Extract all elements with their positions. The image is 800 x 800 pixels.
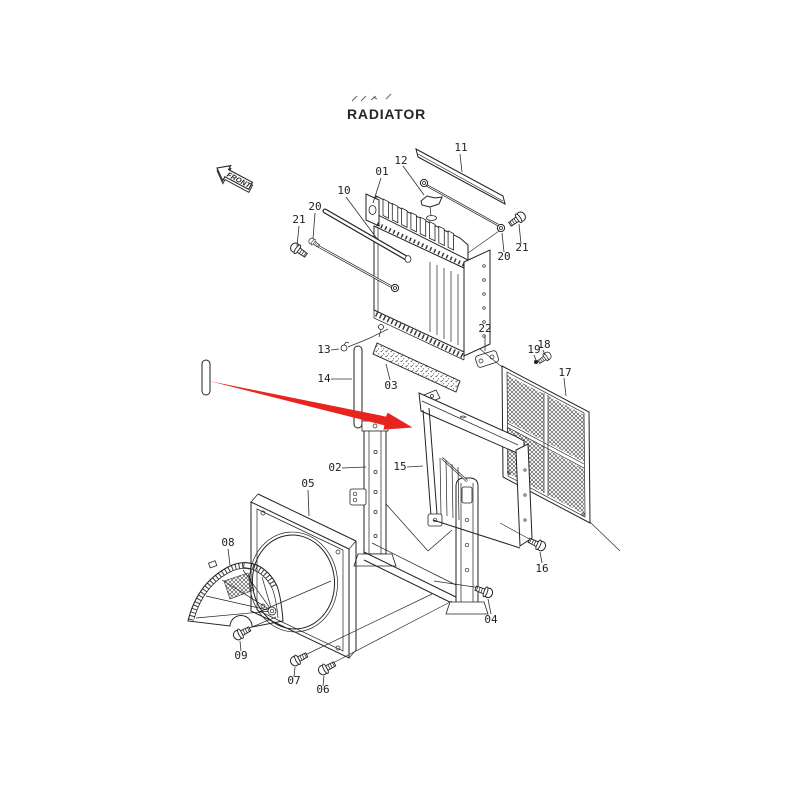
oil-cooler-15: [418, 389, 533, 549]
radiator-core-tubes: [429, 262, 459, 345]
bolt-06: [316, 658, 338, 678]
radiator-01: [365, 193, 491, 361]
radiator-cap-12: [420, 195, 443, 221]
part-label-21-right: 21: [515, 241, 528, 254]
drain-valve-13: [340, 328, 389, 352]
top-strip-11: [415, 148, 506, 205]
bolt-16: [526, 535, 548, 554]
part-label-14: 14: [317, 372, 331, 385]
part-label-19: 19: [527, 343, 540, 356]
part-label-07: 07: [287, 674, 300, 687]
part-label-21-left: 21: [292, 213, 305, 226]
sponge-strip-03: [372, 342, 461, 393]
radiator-tank-ribs: [382, 198, 454, 251]
part-label-18: 18: [537, 338, 550, 351]
cooler-tubes: [439, 457, 460, 521]
part-label-04: 04: [484, 613, 498, 626]
part-label-05: 05: [301, 477, 314, 490]
diagram-title: RADIATOR: [347, 106, 426, 122]
part-label-11: 11: [454, 141, 467, 154]
support-rod-10: [322, 208, 412, 263]
part-label-22: 22: [478, 322, 491, 335]
part-label-02: 02: [328, 461, 341, 474]
front-arrow: FRONT: [216, 164, 254, 193]
bolt-21-left: [288, 240, 310, 261]
part-label-16: 16: [535, 562, 548, 575]
part-label-20-left: 20: [308, 200, 321, 213]
red-pointer-arrow: [209, 381, 413, 430]
part-label-15: 15: [393, 460, 406, 473]
part-label-06: 06: [316, 683, 329, 696]
fan-guard-08: [187, 560, 332, 628]
bracket-22: [475, 350, 499, 368]
bolt-07: [288, 649, 310, 669]
callout-labels: 01 12 11 10 20 21 21 20 13 14 03 22 19 1…: [221, 141, 571, 696]
stand-frame-02: [349, 420, 489, 615]
leader-lines: [227, 153, 567, 687]
part-label-10: 10: [337, 184, 350, 197]
fan-shroud-05: [249, 493, 357, 659]
fan-guard-spokes: [195, 569, 273, 619]
part-label-20-right: 20: [497, 250, 510, 263]
hose-14: [353, 345, 363, 429]
hose-fragment: [201, 359, 211, 396]
tie-rod-left: [315, 243, 400, 293]
bolt-09: [231, 623, 253, 643]
part-label-08: 08: [221, 536, 234, 549]
radiator-side-bolts: [482, 264, 486, 338]
part-label-03: 03: [384, 379, 397, 392]
mesh-screen-17: [479, 348, 621, 552]
part-label-17: 17: [558, 366, 571, 379]
clip-19: [534, 360, 538, 364]
part-label-13: 13: [317, 343, 330, 356]
part-label-09: 09: [234, 649, 247, 662]
part-label-01: 01: [375, 165, 388, 178]
bolt-21-right: [506, 209, 528, 230]
part-label-12: 12: [394, 154, 407, 167]
kana-marks: [351, 93, 392, 102]
tie-rod-right: [419, 178, 506, 254]
